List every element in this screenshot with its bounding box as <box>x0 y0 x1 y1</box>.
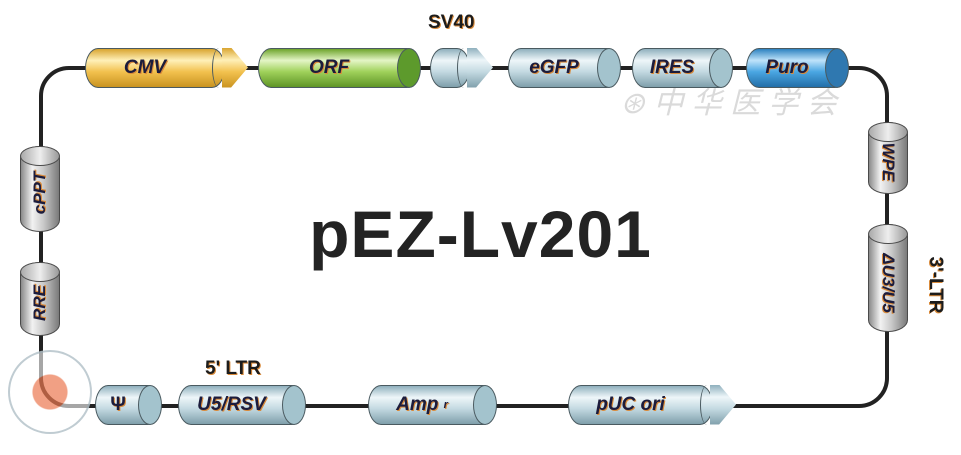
cppt: cPPT <box>19 145 60 232</box>
sv40-label: SV40 <box>428 12 475 33</box>
puc-ori-label: pUC ori <box>596 394 665 415</box>
amp-text: Amp <box>396 394 439 415</box>
delta-u3-u5: ΔU3/U5 <box>867 223 908 332</box>
cylinder-cap <box>397 47 421 88</box>
cylinder-cap <box>709 47 733 88</box>
puro: Puro <box>746 47 849 88</box>
orf: ORF <box>258 47 421 88</box>
rre: RRE <box>19 261 60 336</box>
ires: IRES <box>632 47 733 88</box>
plasmid-title: pEZ-Lv201 <box>309 197 652 271</box>
cylinder-cap <box>282 384 306 425</box>
cylinder-cap <box>867 223 908 244</box>
cmv-promoter: CMV <box>85 47 248 88</box>
amp-superscript: r <box>443 399 448 411</box>
u5-rsv: U5/RSV <box>178 384 306 425</box>
puc-ori: pUC ori <box>568 384 736 425</box>
cylinder-cap <box>19 145 60 166</box>
puro-label: Puro <box>765 57 809 78</box>
5-ltr-label: 5' LTR <box>205 358 261 379</box>
sv40-element <box>430 47 493 88</box>
arrow-edge <box>700 384 714 425</box>
cylinder-cap <box>473 384 497 425</box>
arrow-edge <box>457 47 471 88</box>
psi-element: Ψ <box>95 384 162 425</box>
cylinder-cap <box>597 47 621 88</box>
cmv-label: CMV <box>123 57 167 78</box>
watermark-seal-logo <box>8 350 92 434</box>
orf-label: ORF <box>308 57 350 78</box>
u5-rsv-label: U5/RSV <box>197 394 266 415</box>
cylinder-cap <box>867 121 908 142</box>
wpe: WPE <box>867 121 908 194</box>
wpe-label: WPE <box>879 142 898 181</box>
arrow-edge <box>212 47 226 88</box>
egfp-label: eGFP <box>529 57 579 78</box>
psi-label: Ψ <box>110 394 126 415</box>
egfp: eGFP <box>508 47 621 88</box>
cylinder-cap <box>138 384 162 425</box>
watermark-calligraphy: ⊛ 中 华 医 学 会 <box>620 87 837 120</box>
amp-label: Amp r <box>369 386 475 424</box>
rre-label: RRE <box>30 284 49 321</box>
amp-resistance: Amp r <box>368 384 497 425</box>
cylinder-cap <box>825 47 849 88</box>
cylinder-cap <box>19 261 60 282</box>
ires-label: IRES <box>649 57 695 78</box>
